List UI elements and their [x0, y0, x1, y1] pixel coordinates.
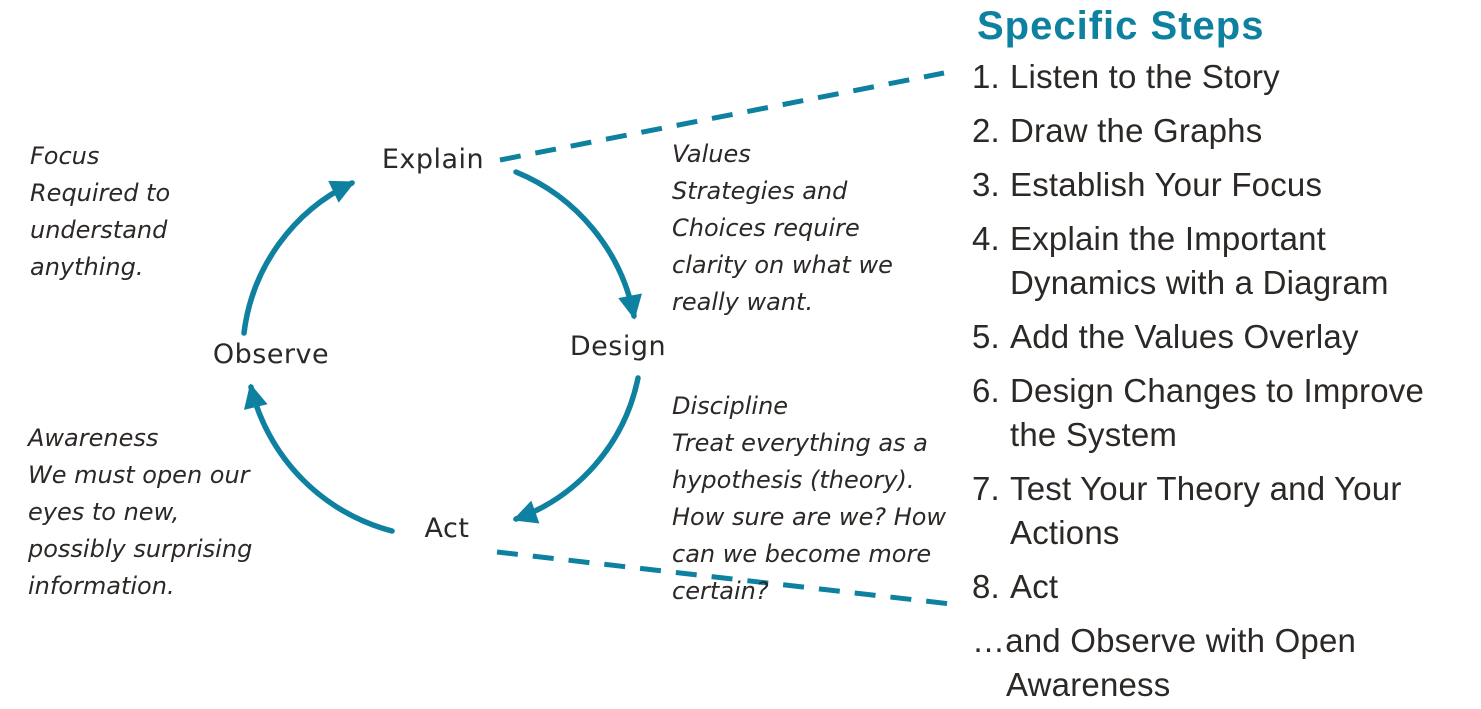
step-number: 8.: [972, 568, 1000, 605]
step-line: Explain the Important: [1010, 220, 1327, 257]
step-item-observe-coda: …and Observe with Open Awareness: [972, 619, 1477, 707]
step-line: Draw the Graphs: [1010, 112, 1263, 149]
annotation-line: Required to: [30, 179, 171, 207]
step-number: 7.: [972, 470, 1000, 507]
annotation-line: clarity on what we: [672, 251, 893, 279]
step-line: Test Your Theory and Your: [1010, 470, 1402, 507]
step-line: Establish Your Focus: [1010, 166, 1323, 203]
node-act: Act: [424, 513, 470, 544]
node-design: Design: [569, 331, 667, 362]
annotation-line: Choices require: [672, 214, 860, 242]
arrow-observe-to-explain: [241, 180, 356, 336]
annotation-title: Discipline: [672, 392, 789, 420]
step-number: 6.: [972, 372, 1000, 409]
annotation-line: How sure are we? How: [672, 503, 947, 531]
annotation-line: really want.: [672, 288, 814, 316]
step-line: Dynamics with a Diagram: [1010, 264, 1389, 301]
annotation-line: understand: [30, 216, 168, 244]
annotation-line: anything.: [30, 253, 144, 281]
annotation-line: possibly surprising: [28, 535, 253, 563]
annotation-line: Treat everything as a: [672, 429, 928, 457]
annotation-line: certain?: [672, 577, 769, 605]
step-line: Act: [1010, 568, 1059, 605]
annotation-values: Values Strategies and Choices require cl…: [672, 136, 893, 321]
annotation-line: We must open our: [28, 461, 250, 489]
step-number: 2.: [972, 112, 1000, 149]
step-number: 5.: [972, 318, 1000, 355]
annotation-focus: Focus Required to understand anything.: [30, 138, 170, 286]
annotation-title: Focus: [30, 142, 100, 170]
step-line: Listen to the Story: [1010, 58, 1280, 95]
steps-panel-title: Specific Steps: [977, 4, 1265, 48]
annotation-line: eyes to new,: [28, 498, 180, 526]
step-item-8: 8. Act: [972, 565, 1477, 609]
arrow-explain-to-design: [513, 169, 642, 320]
steps-list: 1. Listen to the Story 2. Draw the Graph…: [972, 55, 1477, 709]
step-line: Awareness: [1006, 666, 1171, 703]
step-item-3: 3. Establish Your Focus: [972, 163, 1477, 207]
specific-steps-panel: Specific Steps 1. Listen to the Story 2.…: [972, 4, 1477, 703]
arrow-act-to-observe: [244, 383, 395, 534]
step-line: the System: [1010, 416, 1178, 453]
annotation-discipline: Discipline Treat everything as a hypothe…: [672, 388, 946, 610]
step-item-6: 6. Design Changes to Improve the System: [972, 369, 1477, 457]
annotation-line: hypothesis (theory).: [672, 466, 915, 494]
step-number: 4.: [972, 220, 1000, 257]
annotation-title: Awareness: [28, 424, 159, 452]
step-item-5: 5. Add the Values Overlay: [972, 315, 1477, 359]
step-line: …and Observe with Open: [972, 622, 1357, 659]
node-observe: Observe: [212, 339, 330, 370]
node-explain: Explain: [381, 144, 485, 175]
step-item-7: 7. Test Your Theory and Your Actions: [972, 467, 1477, 555]
annotation-title: Values: [672, 140, 751, 168]
arrow-design-to-act: [512, 375, 641, 524]
annotation-line: Strategies and: [672, 177, 848, 205]
step-line: Add the Values Overlay: [1010, 318, 1359, 355]
step-number: 1.: [972, 58, 1000, 95]
annotation-line: can we become more: [672, 540, 932, 568]
annotation-line: information.: [28, 572, 175, 600]
step-number: 3.: [972, 166, 1000, 203]
step-item-4: 4. Explain the Important Dynamics with a…: [972, 217, 1477, 305]
step-item-2: 2. Draw the Graphs: [972, 109, 1477, 153]
step-line: Design Changes to Improve: [1010, 372, 1425, 409]
step-line: Actions: [1010, 514, 1120, 551]
annotation-awareness: Awareness We must open our eyes to new, …: [28, 420, 252, 605]
step-item-1: 1. Listen to the Story: [972, 55, 1477, 99]
